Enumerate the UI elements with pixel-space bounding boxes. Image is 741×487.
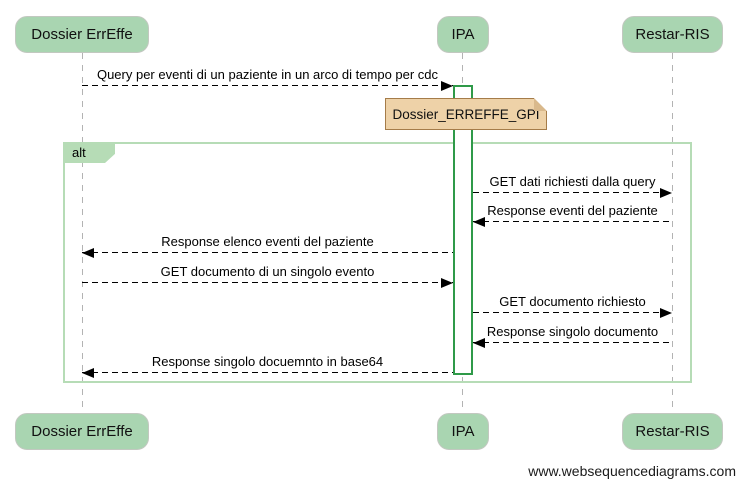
message-get-documento-richiesto: GET documento richiesto <box>473 292 672 318</box>
note-text: Dossier_ERREFFE_GPI <box>392 106 540 122</box>
message-get-dati-richiesti: GET dati richiesti dalla query <box>473 172 672 198</box>
arrowhead-right-icon <box>660 188 672 198</box>
actor-top-dossier-erreffe: Dossier ErrEffe <box>15 16 149 53</box>
arrowhead-right-icon <box>660 308 672 318</box>
message-response-eventi-paziente: Response eventi del paziente <box>473 201 672 227</box>
message-line <box>82 252 453 253</box>
actor-top-restar-ris: Restar-RIS <box>622 16 723 53</box>
message-label: Response elenco eventi del paziente <box>161 234 374 249</box>
note-dossier-erreffe-gpi: Dossier_ERREFFE_GPI <box>385 98 547 130</box>
note-fold-icon <box>534 98 547 111</box>
lifeline-restar-ris <box>672 53 673 413</box>
message-get-documento-singolo-evento: GET documento di un singolo evento <box>82 262 453 288</box>
message-label: Response singolo documento <box>486 324 659 339</box>
arrowhead-left-icon <box>82 248 94 258</box>
lifeline-dossier-erreffe <box>82 53 83 413</box>
actor-bottom-dossier-erreffe: Dossier ErrEffe <box>15 413 149 450</box>
message-line <box>82 372 453 373</box>
message-label: Response singolo docuemnto in base64 <box>151 354 384 369</box>
message-line <box>473 221 672 222</box>
message-line <box>473 312 672 313</box>
actor-bottom-ipa: IPA <box>437 413 489 450</box>
arrowhead-left-icon <box>473 217 485 227</box>
message-label: Query per eventi di un paziente in un ar… <box>96 67 439 82</box>
alt-fragment-frame: alt <box>63 142 692 383</box>
watermark: www.websequencediagrams.com <box>528 463 736 479</box>
message-response-singolo-documento-base64: Response singolo docuemnto in base64 <box>82 352 453 378</box>
message-line <box>82 282 453 283</box>
actor-top-ipa: IPA <box>437 16 489 53</box>
message-line <box>473 342 672 343</box>
activation-bar-ipa <box>453 85 473 375</box>
arrowhead-left-icon <box>473 338 485 348</box>
message-label: GET documento di un singolo evento <box>160 264 375 279</box>
message-response-singolo-documento: Response singolo documento <box>473 322 672 348</box>
message-label: GET documento richiesto <box>499 294 646 309</box>
arrowhead-right-icon <box>441 81 453 91</box>
message-label: GET dati richiesti dalla query <box>489 174 656 189</box>
alt-fragment-label: alt <box>65 144 115 163</box>
message-response-elenco-eventi: Response elenco eventi del paziente <box>82 232 453 258</box>
message-line <box>473 192 672 193</box>
message-query-eventi-paziente: Query per eventi di un paziente in un ar… <box>82 65 453 91</box>
message-line <box>82 85 453 86</box>
arrowhead-left-icon <box>82 368 94 378</box>
message-label: Response eventi del paziente <box>487 203 658 218</box>
actor-bottom-restar-ris: Restar-RIS <box>622 413 723 450</box>
arrowhead-right-icon <box>441 278 453 288</box>
